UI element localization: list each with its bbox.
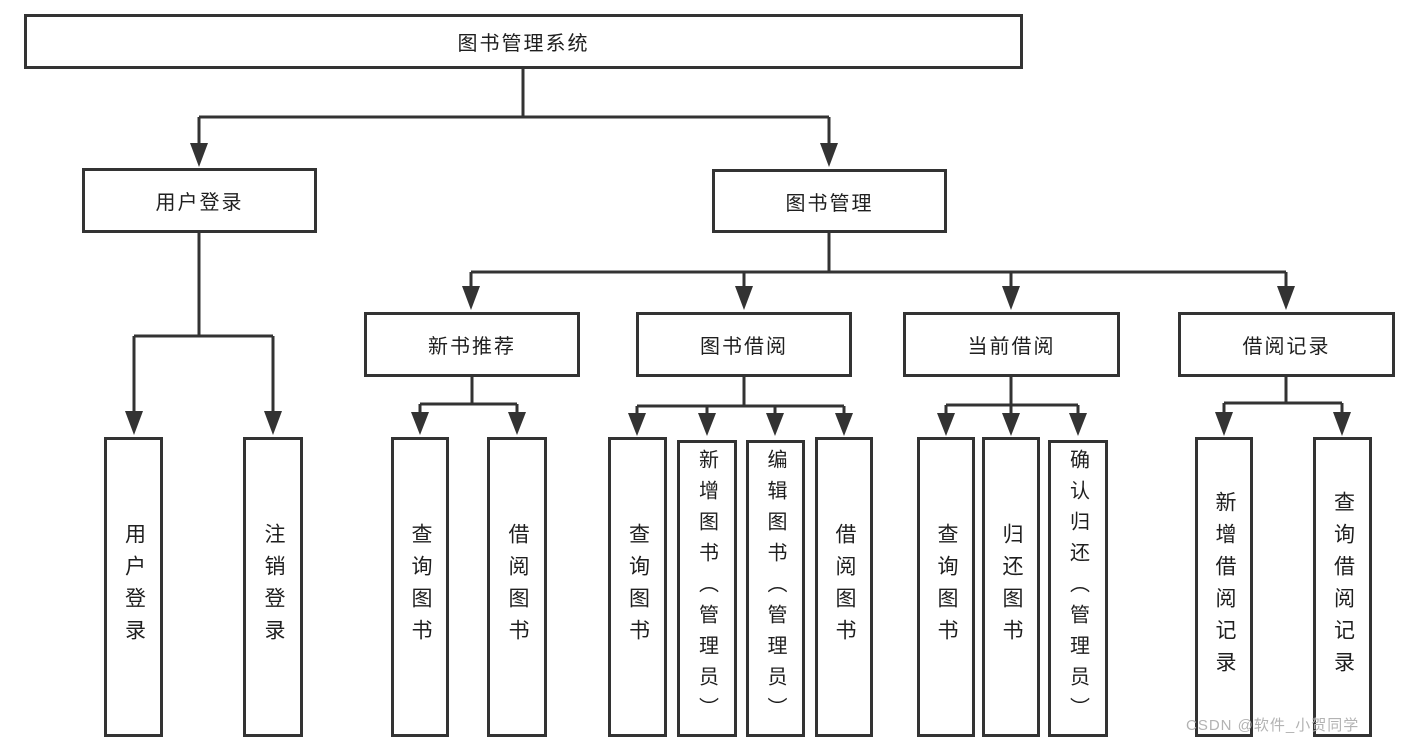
leaf-query-books-borrow-label: 查询图书 <box>626 523 650 651</box>
leaf-return-books-label: 归还图书 <box>1000 523 1023 651</box>
node-current-borrow: 当前借阅 <box>903 312 1120 377</box>
node-book-management: 图书管理 <box>712 169 947 233</box>
leaf-confirm-return-admin-label: 确认归还（管理员） <box>1066 449 1089 728</box>
leaf-query-borrow-record: 查询借阅记录 <box>1313 437 1372 737</box>
connector-new-book-children <box>411 377 526 435</box>
leaf-confirm-return-admin: 确认归还（管理员） <box>1048 440 1108 737</box>
leaf-user-login-label: 用户登录 <box>122 523 146 651</box>
node-current-borrow-label: 当前借阅 <box>967 336 1056 358</box>
node-book-borrow-label: 图书借阅 <box>700 336 788 358</box>
leaf-borrow-books-recommend: 借阅图书 <box>487 437 547 737</box>
node-library-management-system: 图书管理系统 <box>24 14 1023 69</box>
leaf-edit-books-admin-label: 编辑图书（管理员） <box>764 449 786 728</box>
node-borrow-records: 借阅记录 <box>1178 312 1395 377</box>
leaf-query-borrow-record-label: 查询借阅记录 <box>1331 491 1355 683</box>
leaf-logout: 注销登录 <box>243 437 303 737</box>
node-borrow-records-label: 借阅记录 <box>1242 336 1331 358</box>
connector-current-borrow-children <box>937 377 1087 436</box>
leaf-query-books-borrow: 查询图书 <box>608 437 667 737</box>
connector-borrow-records-children <box>1215 377 1351 436</box>
node-book-borrow: 图书借阅 <box>636 312 852 377</box>
leaf-user-login: 用户登录 <box>104 437 163 737</box>
leaf-logout-label: 注销登录 <box>262 523 285 651</box>
leaf-borrow-books: 借阅图书 <box>815 437 873 737</box>
leaf-query-books-current-label: 查询图书 <box>935 523 958 651</box>
connector-book-borrow-children <box>628 377 853 436</box>
node-book-management-label: 图书管理 <box>785 192 874 215</box>
node-root-label: 图书管理系统 <box>457 33 590 55</box>
leaf-return-books: 归还图书 <box>982 437 1040 737</box>
leaf-add-borrow-record-label: 新增借阅记录 <box>1213 491 1236 683</box>
connector-book-mgmt-to-sections <box>462 233 1295 310</box>
leaf-edit-books-admin: 编辑图书（管理员） <box>746 440 805 737</box>
connector-root-to-level2 <box>190 69 838 167</box>
leaf-add-borrow-record: 新增借阅记录 <box>1195 437 1253 737</box>
node-user-login-label: 用户登录 <box>155 192 244 214</box>
leaf-query-books-recommend: 查询图书 <box>391 437 449 737</box>
node-new-book-recommend-label: 新书推荐 <box>428 336 516 358</box>
leaf-query-books-current: 查询图书 <box>917 437 975 737</box>
csdn-watermark: CSDN @软件_小贺同学 <box>1186 717 1360 734</box>
node-new-book-recommend: 新书推荐 <box>364 312 580 377</box>
leaf-borrow-books-label: 借阅图书 <box>833 523 856 651</box>
connector-user-login-children <box>125 233 282 435</box>
node-user-login: 用户登录 <box>82 168 317 233</box>
leaf-borrow-books-recommend-label: 借阅图书 <box>506 523 529 651</box>
leaf-add-books-admin: 新增图书（管理员） <box>677 440 737 737</box>
leaf-add-books-admin-label: 新增图书（管理员） <box>695 449 718 728</box>
leaf-query-books-recommend-label: 查询图书 <box>409 523 432 651</box>
